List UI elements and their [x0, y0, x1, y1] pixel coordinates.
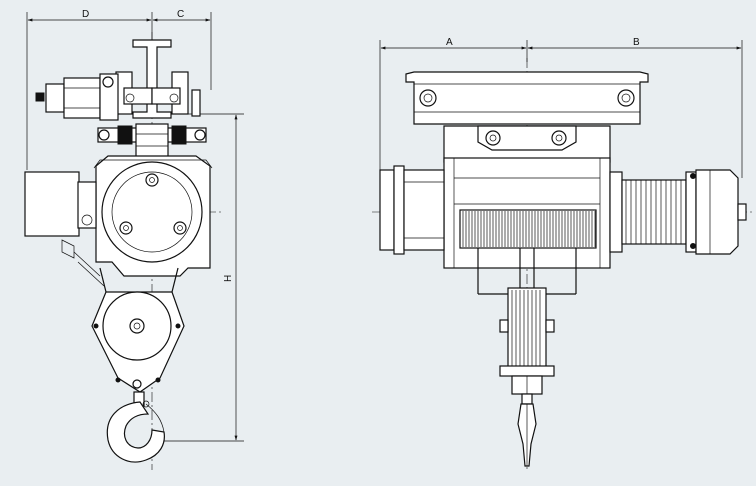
hoist-motor-block — [24, 171, 105, 287]
travel-motor — [35, 73, 119, 121]
dimension-a-b: A B — [379, 37, 743, 178]
drum-grooves — [462, 211, 596, 247]
hook — [106, 391, 165, 463]
front-hook — [517, 393, 537, 467]
right-motor-end — [609, 169, 747, 255]
rope-drum — [443, 157, 611, 269]
side-view: D C H — [24, 9, 244, 470]
trolley-bar — [405, 71, 649, 125]
front-hook-block — [499, 287, 555, 395]
left-motor-end — [379, 165, 445, 255]
dimension-d-label: D — [82, 9, 89, 20]
bellows-ribs — [625, 180, 682, 244]
dimension-b-label: B — [633, 37, 640, 48]
dimension-h-label: H — [223, 275, 234, 282]
front-view: A B — [372, 37, 752, 470]
connector-block — [443, 125, 611, 163]
dimension-d-c: D C — [26, 9, 212, 170]
dimension-a-label: A — [446, 37, 453, 48]
sheave-lines — [511, 290, 541, 366]
hook-block — [91, 291, 185, 393]
i-beam-rail — [132, 39, 172, 119]
gearbox-housing — [93, 155, 213, 277]
dimension-c-label: C — [177, 9, 184, 20]
trolley-frame — [97, 71, 207, 159]
